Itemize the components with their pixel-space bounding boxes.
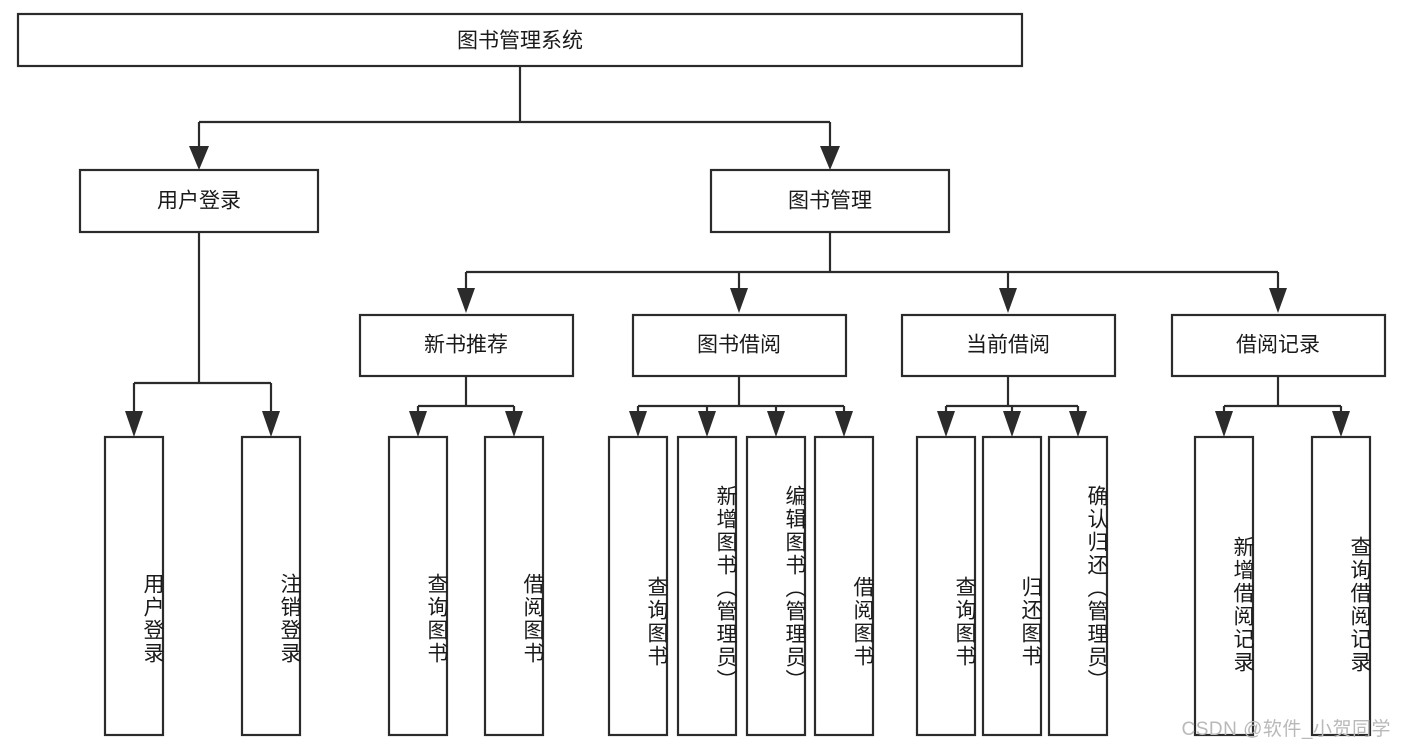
leaf-box-current-borrow-2[interactable]	[981, 435, 1043, 737]
arrow-current-leaf-2	[1003, 411, 1021, 437]
leaf-box-user-login-1[interactable]	[103, 435, 165, 737]
connector-group-userlogin	[125, 232, 280, 437]
arrow-root-to-bookmgmt	[820, 146, 840, 170]
leaf-box-borrow-record-1[interactable]	[1193, 435, 1255, 737]
arrow-bookmgmt-child-2	[730, 288, 748, 313]
csdn-watermark: CSDN @软件_小贺同学	[1181, 719, 1391, 740]
arrow-borrow-leaf-2	[698, 411, 716, 437]
node-book-borrow[interactable]: 图书借阅	[631, 313, 848, 378]
leaf-box-borrow-record-2[interactable]	[1310, 435, 1372, 737]
node-borrow-record-box[interactable]	[1170, 313, 1387, 378]
connector-group-root	[189, 66, 840, 170]
arrow-record-leaf-1	[1215, 411, 1233, 437]
leaf-box-book-borrow-1[interactable]	[607, 435, 669, 737]
leaf-box-current-borrow-3[interactable]	[1047, 435, 1109, 737]
node-current-borrow-box[interactable]	[900, 313, 1117, 378]
node-user-login-box[interactable]	[78, 168, 320, 234]
leaf-boxes-book-borrow	[607, 435, 875, 737]
leaf-boxes-user-login	[103, 435, 302, 737]
node-book-borrow-label: 图书借阅	[697, 334, 781, 357]
arrow-borrow-leaf-4	[835, 411, 853, 437]
arrow-newbook-leaf-2	[505, 411, 523, 437]
leaf-box-user-login-2[interactable]	[240, 435, 302, 737]
node-user-login[interactable]: 用户登录	[78, 168, 320, 234]
leaf-boxes-new-book-recommend	[387, 435, 545, 737]
node-new-book-recommend-label: 新书推荐	[424, 334, 508, 357]
node-root[interactable]: 图书管理系统	[16, 12, 1024, 68]
arrow-borrow-leaf-1	[629, 411, 647, 437]
leaf-box-book-borrow-4[interactable]	[813, 435, 875, 737]
leaf-box-book-borrow-2[interactable]	[676, 435, 738, 737]
connector-group-newbook	[409, 376, 523, 437]
arrow-userlogin-leaf-1	[125, 411, 143, 437]
node-current-borrow-label: 当前借阅	[966, 334, 1050, 357]
node-book-management-box[interactable]	[709, 168, 951, 234]
arrow-current-leaf-1	[937, 411, 955, 437]
leaf-box-new-book-2[interactable]	[483, 435, 545, 737]
leaf-boxes-borrow-record	[1193, 435, 1372, 737]
leaf-box-book-borrow-3[interactable]	[745, 435, 807, 737]
arrow-bookmgmt-child-3	[999, 288, 1017, 313]
connector-group-record	[1215, 376, 1350, 437]
node-user-login-label: 用户登录	[157, 190, 241, 213]
node-root-box[interactable]	[16, 12, 1024, 68]
node-root-label: 图书管理系统	[457, 30, 583, 53]
leaf-boxes-current-borrow	[915, 435, 1109, 737]
connector-group-current	[937, 376, 1087, 437]
arrow-bookmgmt-child-4	[1269, 288, 1287, 313]
node-new-book-recommend[interactable]: 新书推荐	[358, 313, 575, 378]
arrow-bookmgmt-child-1	[457, 288, 475, 313]
node-current-borrow[interactable]: 当前借阅	[900, 313, 1117, 378]
connector-group-bookmgmt	[457, 232, 1287, 313]
arrow-userlogin-leaf-2	[262, 411, 280, 437]
arrow-root-to-userlogin	[189, 146, 209, 170]
connector-group-borrow	[629, 376, 853, 437]
node-new-book-recommend-box[interactable]	[358, 313, 575, 378]
node-book-management[interactable]: 图书管理	[709, 168, 951, 234]
arrow-borrow-leaf-3	[767, 411, 785, 437]
node-book-borrow-box[interactable]	[631, 313, 848, 378]
node-book-management-label: 图书管理	[788, 190, 872, 213]
node-borrow-record[interactable]: 借阅记录	[1170, 313, 1387, 378]
leaf-box-new-book-1[interactable]	[387, 435, 449, 737]
arrow-newbook-leaf-1	[409, 411, 427, 437]
node-borrow-record-label: 借阅记录	[1236, 334, 1320, 357]
leaf-box-current-borrow-1[interactable]	[915, 435, 977, 737]
arrow-current-leaf-3	[1069, 411, 1087, 437]
arrow-record-leaf-2	[1332, 411, 1350, 437]
